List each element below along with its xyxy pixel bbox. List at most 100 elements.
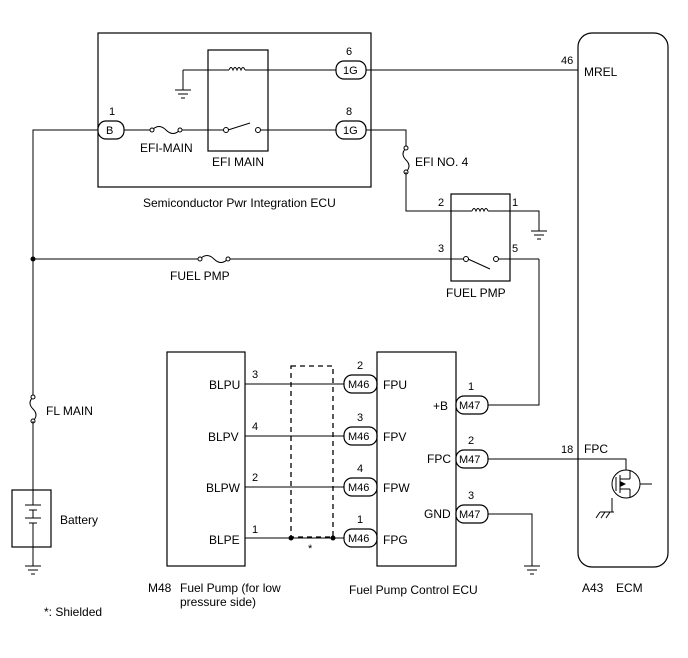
efi-no4-fuse-label: EFI NO. 4: [415, 155, 469, 169]
ctrl-fpg-label: FPG: [383, 533, 408, 547]
fuel-relay-pin-2: 2: [438, 197, 444, 209]
fuel-pump-code: M48: [148, 581, 172, 595]
ctrl-gnd-wire: [488, 513, 533, 566]
efi-main-relay-box: [207, 49, 269, 152]
m46-fpg-label: M46: [348, 533, 369, 545]
m46-fpw-label: M46: [348, 482, 369, 494]
ctrl-pin-b: 1: [468, 381, 474, 393]
efi-main-fuse-end-a: [149, 127, 155, 133]
ground-icon-efi-main: [175, 89, 191, 99]
battery-box: [11, 489, 52, 548]
spi-top-pin: 6: [346, 46, 352, 58]
ctrl-pin-fpg: 1: [357, 514, 363, 526]
pump-pin-blpe: 1: [252, 524, 258, 536]
battery-feed-top: [32, 129, 98, 259]
fl-main-fuse-label: FL MAIN: [46, 404, 93, 418]
fuel-relay-switch-arm: [467, 258, 491, 270]
ecm-mrel-label: MREL: [584, 65, 618, 79]
efi-main-fuse-icon: [151, 126, 181, 134]
battery-icon: [25, 490, 41, 547]
efi4-wire-bottom: [405, 172, 451, 212]
ecm-fpc-pin: 18: [561, 444, 573, 456]
efi-main-relay-label: EFI MAIN: [212, 155, 264, 169]
ground-icon-ctrl: [524, 565, 540, 575]
battery-label: Battery: [60, 513, 98, 527]
efi-main-switch-contact-a: [223, 127, 229, 133]
fuel-relay-contact-b: [493, 256, 499, 262]
shield-mark: *: [308, 543, 313, 555]
spi-1g-top-label: 1G: [343, 65, 358, 77]
efi-main-coil: [228, 67, 246, 72]
fuel-relay-contact-a: [463, 256, 469, 262]
fuel-pmp-fuse-end-b: [225, 256, 231, 262]
fuel-pump-label-line1: Fuel Pump (for low: [180, 581, 281, 595]
ctrl-b-label: +B: [433, 399, 448, 413]
shield-junction-right: [330, 535, 336, 541]
ctrl-fpu-label: FPU: [383, 378, 407, 392]
ctrl-gnd-label: GND: [424, 507, 451, 521]
fuel-relay-to-b-wire: [488, 259, 540, 406]
fuel-relay-coil: [471, 208, 489, 213]
efi4-wire-top: [366, 129, 407, 148]
ctrl-fpw-label: FPW: [383, 481, 410, 495]
shield-box: [290, 365, 334, 538]
fuel-relay-pin-3: 3: [438, 243, 444, 255]
fuel-pump-box: [166, 351, 246, 567]
pump-pin-blpw: 2: [252, 472, 258, 484]
fuel-relay-ground-wire: [488, 210, 540, 231]
fuel-pmp-relay-label: FUEL PMP: [446, 286, 506, 300]
ecm-transistor-icon: [578, 458, 652, 519]
m47-b-connector: [455, 395, 489, 415]
efi-main-switch-arm: [227, 122, 251, 131]
ctrl-fpc-label: FPC: [427, 452, 451, 466]
shield-junction-left: [288, 535, 294, 541]
pump-pin-blpu: 3: [252, 369, 258, 381]
fuel-pmp-fuse-icon: [199, 255, 229, 263]
spi-bottom-pin: 8: [346, 106, 352, 118]
efi-main-switch-contact-b: [255, 127, 261, 133]
pump-pin-blpv: 4: [252, 421, 258, 433]
m47-fpc-label: M47: [459, 454, 480, 466]
fuel-pmp-relay-box: [450, 193, 511, 282]
fuel-pmp-fuse-label: FUEL PMP: [170, 269, 230, 283]
ctrl-fpv-label: FPV: [383, 430, 406, 444]
efi-main-fuse-label: EFI-MAIN: [140, 141, 193, 155]
m46-fpv-label: M46: [348, 431, 369, 443]
fuel-relay-pin-5: 5: [512, 243, 518, 255]
pump-blpv-label: BLPV: [208, 430, 239, 444]
shield-note: *: Shielded: [44, 605, 102, 619]
pump-blpe-label: BLPE: [209, 533, 240, 547]
ground-icon-battery: [25, 565, 41, 575]
spi-ecu-box: [97, 32, 372, 188]
ecm-mrel-pin: 46: [561, 55, 573, 67]
fuel-pump-control-ecu-label: Fuel Pump Control ECU: [349, 583, 478, 597]
spi-b-connector-label: B: [106, 125, 113, 137]
fl-main-fuse-end-a: [30, 394, 36, 400]
ctrl-pin-fpw: 4: [357, 463, 363, 475]
pump-blpu-label: BLPU: [209, 378, 240, 392]
ecm-label: ECM: [616, 581, 643, 595]
ecm-code: A43: [582, 581, 604, 595]
efi-main-fuse-end-b: [177, 127, 183, 133]
spi-1g-bottom-label: 1G: [343, 125, 358, 137]
m47-gnd-label: M47: [459, 509, 480, 521]
ctrl-pin-fpv: 3: [357, 412, 363, 424]
fuel-pump-label-line2: pressure side): [180, 595, 256, 609]
efi4-fuse-end-a: [403, 145, 409, 151]
fuel-relay-pin-1: 1: [512, 197, 518, 209]
fl-main-fuse-icon: [29, 396, 37, 422]
ecm-fpc-label: FPC: [584, 442, 608, 456]
ctrl-pin-gnd: 3: [468, 490, 474, 502]
efi-no4-fuse-icon: [402, 147, 410, 173]
ecm-box: [577, 32, 669, 568]
m47-b-label: M47: [459, 400, 480, 412]
fuel-pmp-fuse-end-a: [197, 256, 203, 262]
spi-ecu-label: Semiconductor Pwr Integration ECU: [143, 196, 336, 210]
spi-b-pin: 1: [109, 106, 115, 118]
ctrl-pin-fpu: 2: [357, 360, 363, 372]
m46-fpu-label: M46: [348, 379, 369, 391]
ctrl-pin-fpc: 2: [468, 435, 474, 447]
ground-icon-fuel-relay: [531, 230, 547, 240]
